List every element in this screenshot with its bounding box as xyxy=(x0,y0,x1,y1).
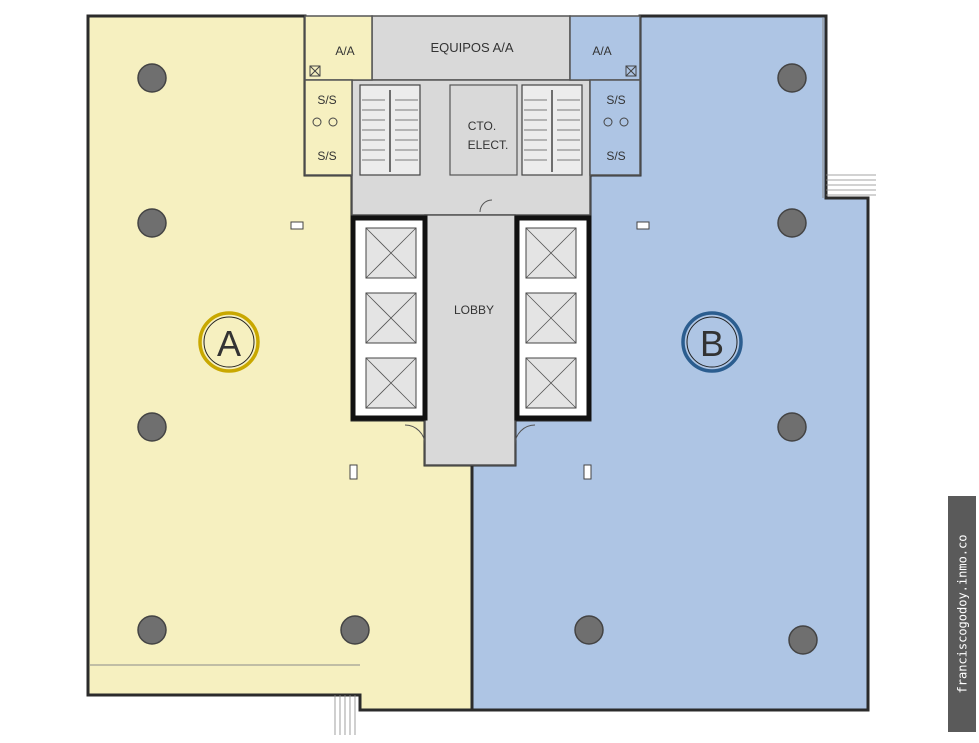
restroom-left xyxy=(304,79,353,176)
column xyxy=(777,412,807,442)
building-core xyxy=(304,15,641,466)
zone-a-ring xyxy=(198,311,260,373)
column xyxy=(137,615,167,645)
ss-right-bottom-label: S/S xyxy=(606,149,625,163)
floor-fixture xyxy=(349,464,358,480)
zone-a-label: A xyxy=(217,323,241,364)
column xyxy=(137,412,167,442)
lobby-label: LOBBY xyxy=(454,303,494,317)
aa-left-label: A/A xyxy=(335,44,354,58)
structural-columns xyxy=(137,63,818,655)
zone-a-ring-inner xyxy=(203,316,255,368)
ss-left-bottom-label: S/S xyxy=(317,149,336,163)
ss-left-top-label: S/S xyxy=(317,93,336,107)
zone-b-ring xyxy=(681,311,743,373)
floor-fixture xyxy=(583,464,592,480)
column xyxy=(788,625,818,655)
floor-fixture xyxy=(290,221,304,230)
exterior-stair-hatch xyxy=(334,174,876,735)
door-swing xyxy=(404,424,426,446)
column xyxy=(340,615,370,645)
watermark: franciscogodoy.inmo.co xyxy=(948,496,976,732)
floor-fixture xyxy=(636,221,650,230)
column xyxy=(574,615,604,645)
ss-right-top-label: S/S xyxy=(606,93,625,107)
restroom-right xyxy=(589,79,641,176)
zone-b-ring-inner xyxy=(686,316,738,368)
aa-room-right xyxy=(569,15,641,81)
equipos-label: EQUIPOS A/A xyxy=(430,40,513,55)
cto-elect-room xyxy=(449,84,518,176)
elevator-bank-left xyxy=(350,215,428,421)
column xyxy=(777,63,807,93)
column xyxy=(137,208,167,238)
column xyxy=(777,208,807,238)
elevator-bank-right xyxy=(514,215,592,421)
aa-right-label: A/A xyxy=(592,44,611,58)
watermark-text: franciscogodoy.inmo.co xyxy=(955,534,970,694)
door-swing xyxy=(479,199,493,213)
door-swing xyxy=(514,424,536,446)
cto-label-line2: ELECT. xyxy=(468,138,509,152)
lobby-area xyxy=(424,214,516,466)
zone-b-label: B xyxy=(700,323,724,364)
cto-label-line1: CTO. xyxy=(468,119,496,133)
column xyxy=(137,63,167,93)
